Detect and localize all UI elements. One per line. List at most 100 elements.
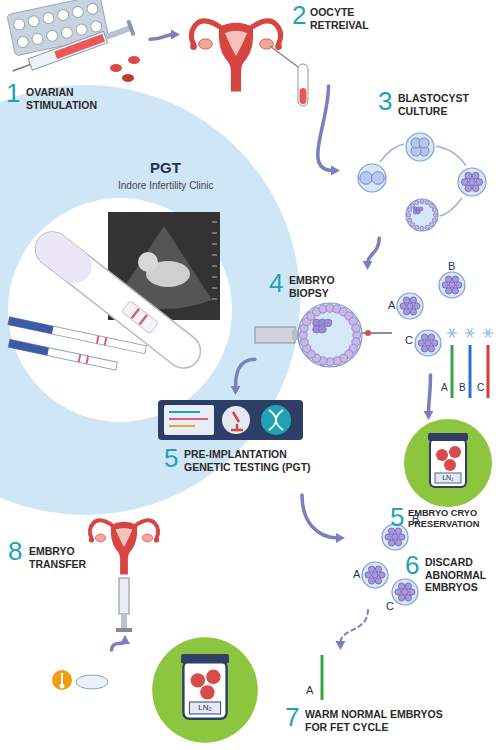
pregnancy-test bbox=[122, 301, 159, 334]
flow-arrow bbox=[302, 495, 345, 543]
step-label: WARM NORMAL EMBRYOS FOR FET CYCLE bbox=[305, 708, 455, 733]
pill-cavity bbox=[90, 20, 103, 33]
embryo bbox=[406, 213, 410, 217]
culture-dish bbox=[76, 675, 108, 689]
embryo bbox=[298, 303, 362, 367]
transfer-syringe bbox=[116, 578, 132, 632]
embryo bbox=[399, 583, 405, 589]
embryo-label: B bbox=[459, 382, 466, 393]
syringe bbox=[54, 34, 105, 59]
snowflake bbox=[450, 329, 455, 338]
cryo-line bbox=[321, 655, 324, 700]
cryo-line bbox=[469, 345, 472, 398]
step-number: 5 bbox=[164, 445, 178, 471]
embryo bbox=[418, 340, 424, 346]
embryo-label: A bbox=[306, 684, 313, 696]
embryo bbox=[404, 309, 410, 315]
embryo bbox=[298, 133, 486, 605]
embryo bbox=[372, 572, 378, 578]
process-step: 3BLASTOCYST CULTURE bbox=[340, 88, 497, 238]
pgt-panel bbox=[158, 400, 303, 440]
embryo-label: B bbox=[448, 260, 455, 272]
step-number: 8 bbox=[8, 538, 22, 564]
pgt-panel bbox=[158, 400, 303, 440]
embryo bbox=[415, 330, 441, 356]
step-label: OOCYTE RETREIVAL bbox=[310, 6, 376, 31]
arrow-line bbox=[318, 86, 333, 171]
embryo bbox=[397, 293, 423, 319]
step-number: 7 bbox=[285, 704, 299, 730]
embryo-label: C bbox=[477, 382, 484, 393]
pgt-panel bbox=[169, 418, 208, 420]
embryo bbox=[410, 222, 414, 226]
embryo bbox=[452, 288, 458, 294]
snowflake bbox=[447, 329, 493, 338]
pgt-panel bbox=[164, 405, 214, 435]
snowflake bbox=[486, 329, 491, 338]
embryo bbox=[362, 562, 388, 588]
flow-arrow bbox=[318, 86, 340, 176]
ultrasound-image bbox=[212, 222, 217, 223]
process-step: 1OVARIAN STIMULATION bbox=[0, 0, 150, 112]
pill-cavity bbox=[42, 12, 55, 25]
embryo bbox=[456, 282, 462, 288]
pgt-panel bbox=[169, 411, 200, 413]
embryo-label: C bbox=[405, 334, 413, 346]
step-number: 3 bbox=[378, 88, 392, 114]
arrow-head bbox=[424, 411, 434, 420]
embryo bbox=[392, 534, 398, 540]
embryo bbox=[442, 282, 448, 288]
thermometer bbox=[52, 670, 72, 690]
embryo-label: A bbox=[388, 299, 395, 311]
culture-arcs bbox=[380, 144, 404, 162]
process-step: 2OOCYTE RETREIVAL bbox=[180, 0, 378, 86]
embryo bbox=[360, 172, 373, 185]
holding-pipette bbox=[255, 327, 295, 343]
embryo bbox=[352, 324, 360, 332]
embryo bbox=[472, 185, 479, 192]
embryo bbox=[399, 534, 405, 540]
ultrasound-image bbox=[212, 277, 217, 278]
embryo bbox=[432, 208, 436, 212]
embryo bbox=[324, 319, 332, 327]
embryo bbox=[425, 340, 431, 346]
ultrasound-image bbox=[212, 222, 217, 299]
embryo bbox=[397, 293, 423, 319]
pregnancy-test bbox=[132, 309, 139, 318]
embryo bbox=[410, 309, 416, 315]
embryo bbox=[379, 572, 385, 578]
embryo bbox=[408, 218, 412, 222]
embryo bbox=[433, 213, 437, 217]
process-step: 6DISCARD ABNORMAL EMBRYOS bbox=[345, 520, 498, 610]
embryo bbox=[392, 579, 418, 605]
embryo bbox=[392, 579, 418, 605]
embryo-label: LN₂ bbox=[190, 702, 220, 714]
pill-cavity bbox=[27, 15, 40, 28]
embryo bbox=[429, 222, 433, 226]
transfer-syringe bbox=[116, 628, 132, 632]
pgt-panel bbox=[269, 410, 283, 430]
pill-cavity bbox=[60, 26, 73, 39]
embryo bbox=[465, 185, 472, 192]
pill-cavity bbox=[75, 23, 88, 36]
embryo-label: C bbox=[386, 600, 394, 612]
syringe bbox=[28, 31, 107, 70]
test-tube bbox=[300, 88, 307, 104]
thermometer bbox=[60, 684, 65, 689]
pregnancy-test bbox=[140, 315, 147, 324]
arrow-line bbox=[368, 238, 380, 263]
embryo-label: A bbox=[441, 382, 448, 393]
embryo bbox=[472, 172, 479, 179]
embryo bbox=[298, 303, 362, 367]
embryo bbox=[405, 595, 411, 601]
culture-arcs bbox=[440, 198, 462, 216]
embryo bbox=[432, 218, 436, 222]
embryo bbox=[446, 288, 452, 294]
arrow-head bbox=[231, 386, 241, 395]
embryo bbox=[452, 276, 458, 282]
embryo bbox=[425, 225, 429, 229]
arrow-line bbox=[236, 359, 256, 388]
pill-cavity bbox=[57, 9, 70, 22]
test-strip bbox=[105, 337, 107, 345]
arrow-line bbox=[429, 375, 431, 413]
